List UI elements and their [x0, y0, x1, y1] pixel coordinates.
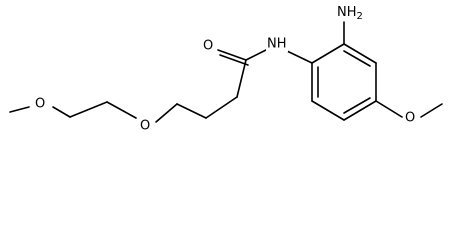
amide-nh-label: NH	[267, 37, 287, 52]
molecule-structure: NH2 NH O O O O	[9, 4, 443, 134]
ring-methoxy-o-label-bg	[404, 110, 418, 126]
ether-o2-label: O	[140, 119, 150, 134]
ether-o2-label-bg	[139, 118, 153, 134]
ring-double-2	[343, 97, 371, 114]
bond-ch2-o-b	[106, 101, 137, 119]
amine-label: NH2	[337, 5, 363, 22]
ring-bond-4	[343, 100, 377, 121]
bond-o-ch2-a	[52, 106, 71, 118]
ring-bond-1	[311, 43, 345, 64]
ring-bond-2	[343, 43, 377, 64]
amide-nh-label-bg	[266, 36, 288, 52]
bond-carbonyl-nh	[245, 49, 267, 61]
bond-carbonyl-double-2	[219, 54, 249, 66]
bond-ch2-ch2-a	[69, 101, 108, 118]
bond-ring-o	[375, 100, 403, 118]
ring-double-1	[343, 50, 371, 67]
bond-nh-ring	[286, 50, 313, 64]
amine-label-bg	[336, 4, 366, 21]
bond-layer	[9, 21, 443, 123]
atom-label-layer: NH2 NH O O O O	[34, 4, 418, 134]
ether-o1-label-bg	[34, 96, 48, 112]
bond-o-ch2-b	[155, 103, 178, 123]
bond-ch2-carbonyl	[236, 59, 247, 98]
ring-bond-5	[311, 100, 345, 121]
bond-carbonyl-double-1	[217, 49, 247, 61]
ring-methoxy-o-label: O	[405, 111, 415, 126]
bond-ch2-ch2-c	[205, 96, 238, 119]
bond-ch2-ch2-b	[176, 103, 207, 119]
carbonyl-o-label: O	[203, 39, 213, 54]
amine-nh-text: NH	[337, 5, 357, 20]
ether-o1-label: O	[35, 97, 45, 112]
bond-methyl-o	[9, 106, 30, 113]
bond-o-methyl-ring	[420, 103, 443, 118]
carbonyl-o-label-bg	[202, 38, 216, 54]
amine-subscript-text: 2	[357, 11, 363, 22]
